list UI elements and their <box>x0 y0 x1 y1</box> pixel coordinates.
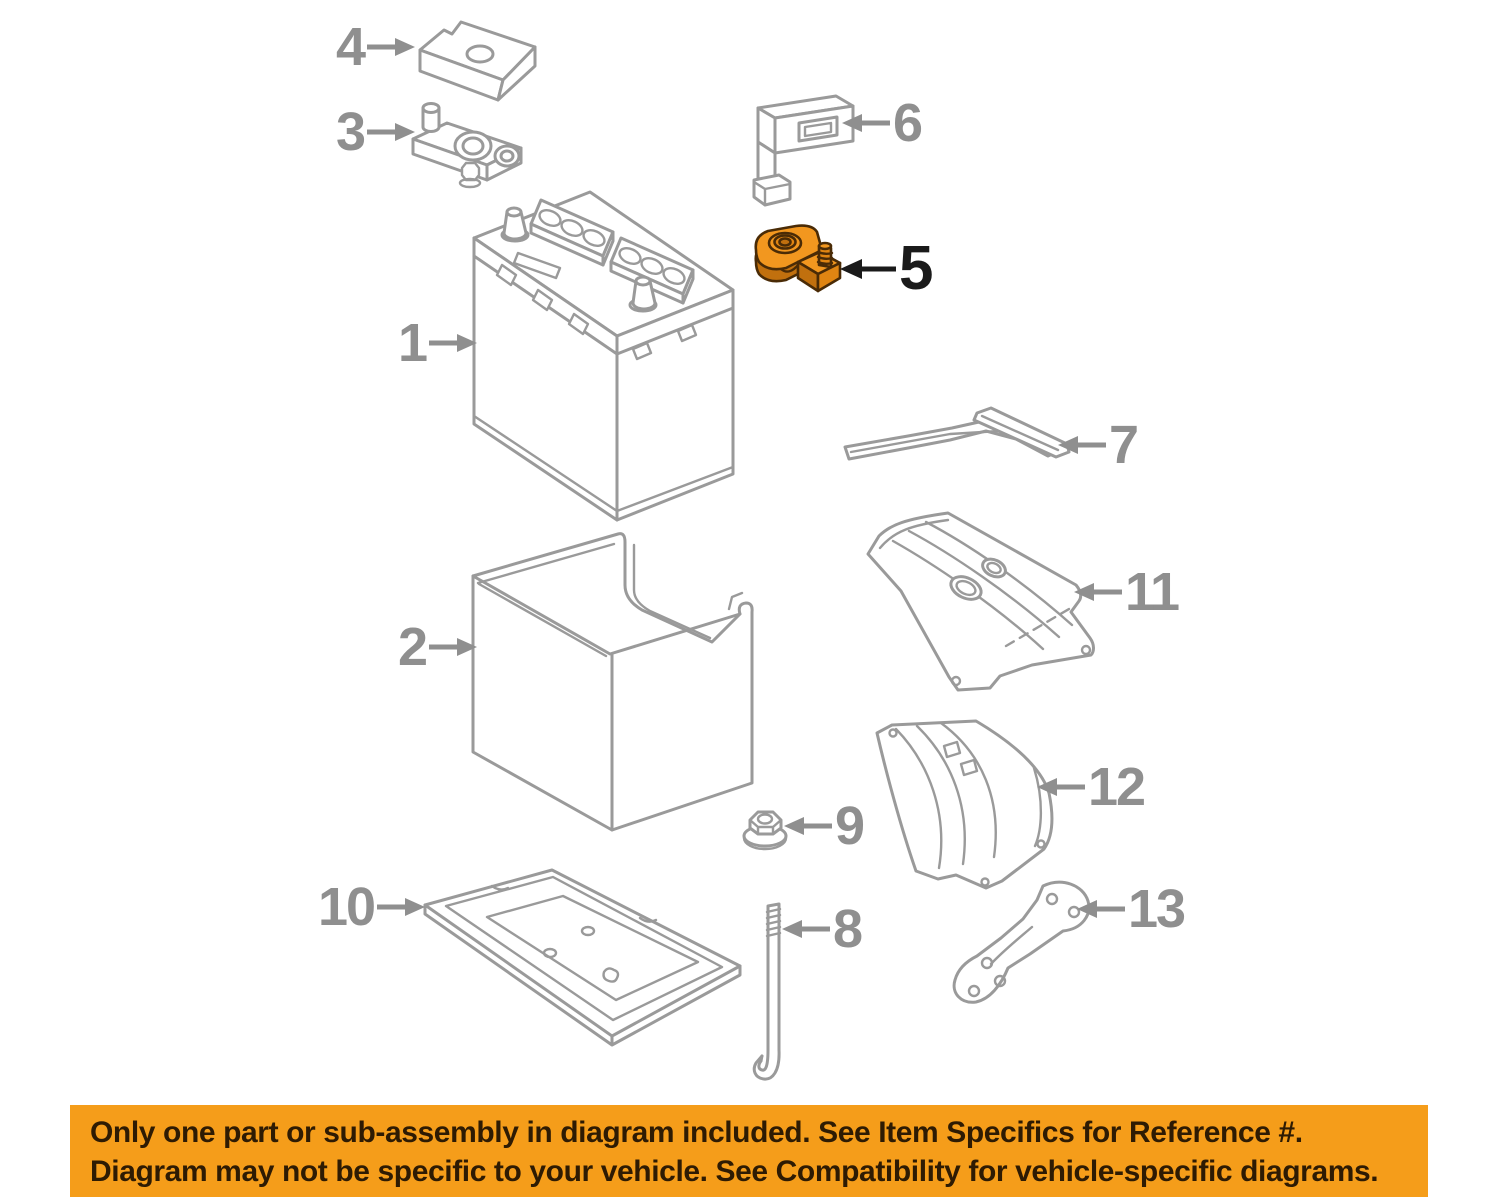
part-number-3: 3 <box>336 102 366 162</box>
callout-2: 2 <box>398 617 478 677</box>
part-3-terminal-illustration <box>411 102 523 189</box>
part-number-7: 7 <box>1109 415 1139 475</box>
callout-4: 4 <box>336 17 416 77</box>
part-number-1: 1 <box>398 313 428 373</box>
part-11-cover-illustration <box>866 511 1095 692</box>
disclaimer-banner: Only one part or sub-assembly in diagram… <box>70 1105 1428 1197</box>
part-number-6: 6 <box>893 93 923 153</box>
arrow-left-icon <box>1058 436 1106 454</box>
callout-11: 11 <box>1074 562 1180 622</box>
part-number-12: 12 <box>1088 757 1146 817</box>
part-6-cover-illustration <box>752 94 855 207</box>
part-8-jbolt-illustration <box>752 902 782 1081</box>
arrow-right-icon <box>367 38 416 56</box>
part-7-holddown-bar-illustration <box>843 406 1071 461</box>
callout-3: 3 <box>336 102 416 162</box>
callout-1: 1 <box>398 313 478 373</box>
arrow-left-icon <box>1037 778 1085 796</box>
part-13-bracket-illustration <box>952 880 1091 1004</box>
disclaimer-line-2: Diagram may not be specific to your vehi… <box>90 1155 1379 1188</box>
part-number-2: 2 <box>398 617 428 677</box>
part-number-13: 13 <box>1128 879 1186 939</box>
parts-diagram-artwork <box>411 20 1095 1081</box>
part-number-11: 11 <box>1125 562 1180 622</box>
part-number-5: 5 <box>899 234 934 303</box>
part-1-battery-illustration <box>472 190 735 522</box>
part-9-nut-illustration <box>742 810 788 851</box>
callout-7: 7 <box>1058 415 1139 475</box>
arrow-right-icon <box>429 334 478 352</box>
part-number-8: 8 <box>833 899 863 959</box>
part-number-10: 10 <box>318 877 376 937</box>
callout-9: 9 <box>784 796 865 856</box>
part-4-clamp-illustration <box>418 20 537 102</box>
arrow-right-icon <box>377 898 426 916</box>
callout-12: 12 <box>1037 757 1146 817</box>
arrow-left-icon <box>842 114 890 132</box>
callout-8: 8 <box>782 899 863 959</box>
callout-13: 13 <box>1077 879 1186 939</box>
callout-5-highlighted: 5 <box>840 234 934 303</box>
part-5-highlighted-terminal-illustration <box>754 224 842 293</box>
arrow-left-icon <box>784 817 832 835</box>
arrow-right-icon <box>429 638 478 656</box>
arrow-left-icon <box>840 259 896 279</box>
part-12-cover-illustration <box>875 719 1054 890</box>
part-number-4: 4 <box>336 17 366 77</box>
disclaimer-line-1: Only one part or sub-assembly in diagram… <box>90 1116 1303 1149</box>
arrow-left-icon <box>1077 900 1125 918</box>
part-number-9: 9 <box>835 796 865 856</box>
arrow-left-icon <box>1074 583 1122 601</box>
callout-6: 6 <box>842 93 923 153</box>
part-10-tray-illustration <box>423 868 742 1047</box>
arrow-right-icon <box>367 123 416 141</box>
part-2-battery-box-illustration <box>471 532 754 832</box>
arrow-left-icon <box>782 920 830 938</box>
callout-10: 10 <box>318 877 426 937</box>
